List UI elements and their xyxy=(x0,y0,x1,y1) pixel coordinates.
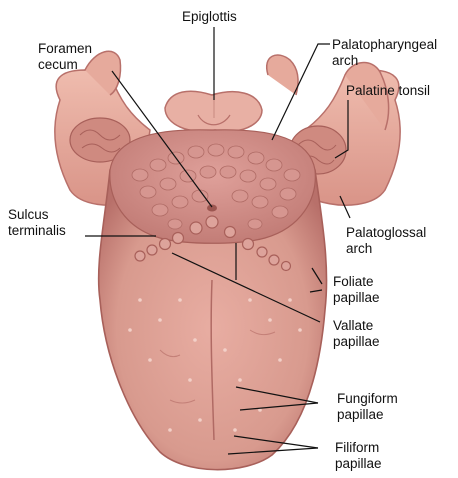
palatoglossal-arch-label-line1: Palatoglossal xyxy=(346,225,426,240)
palatine-tonsil-label: Palatine tonsil xyxy=(346,83,430,98)
fungiform-papillae-label-line1: Fungiform xyxy=(337,391,398,406)
vallate-papillae-label-line1: Vallate xyxy=(333,318,373,333)
vallate-papillae-label-line2: papillae xyxy=(333,334,380,349)
palatopharyngeal-arch-label-line1: Palatopharyngeal xyxy=(332,37,437,52)
foliate-papillae-label-line2: papillae xyxy=(333,290,380,305)
sulcus-terminalis-label-line2: terminalis xyxy=(8,223,66,238)
foramen-cecum-label-line2: cecum xyxy=(38,57,78,72)
foramen-cecum-label-line1: Foramen xyxy=(38,41,92,56)
filiform-papillae-label-line1: Filiform xyxy=(335,440,379,455)
palatopharyngeal-arch-label-line2: arch xyxy=(332,53,358,68)
palatoglossal-arch-label-line2: arch xyxy=(346,241,372,256)
foramen-cecum-pit xyxy=(207,205,217,212)
filiform-papillae-label-line2: papillae xyxy=(335,456,382,471)
sulcus-terminalis-label-line1: Sulcus xyxy=(8,207,49,222)
fungiform-papillae-label-line2: papillae xyxy=(337,407,384,422)
foliate-papillae-label-line1: Foliate xyxy=(333,274,374,289)
epiglottis-label: Epiglottis xyxy=(182,9,237,24)
